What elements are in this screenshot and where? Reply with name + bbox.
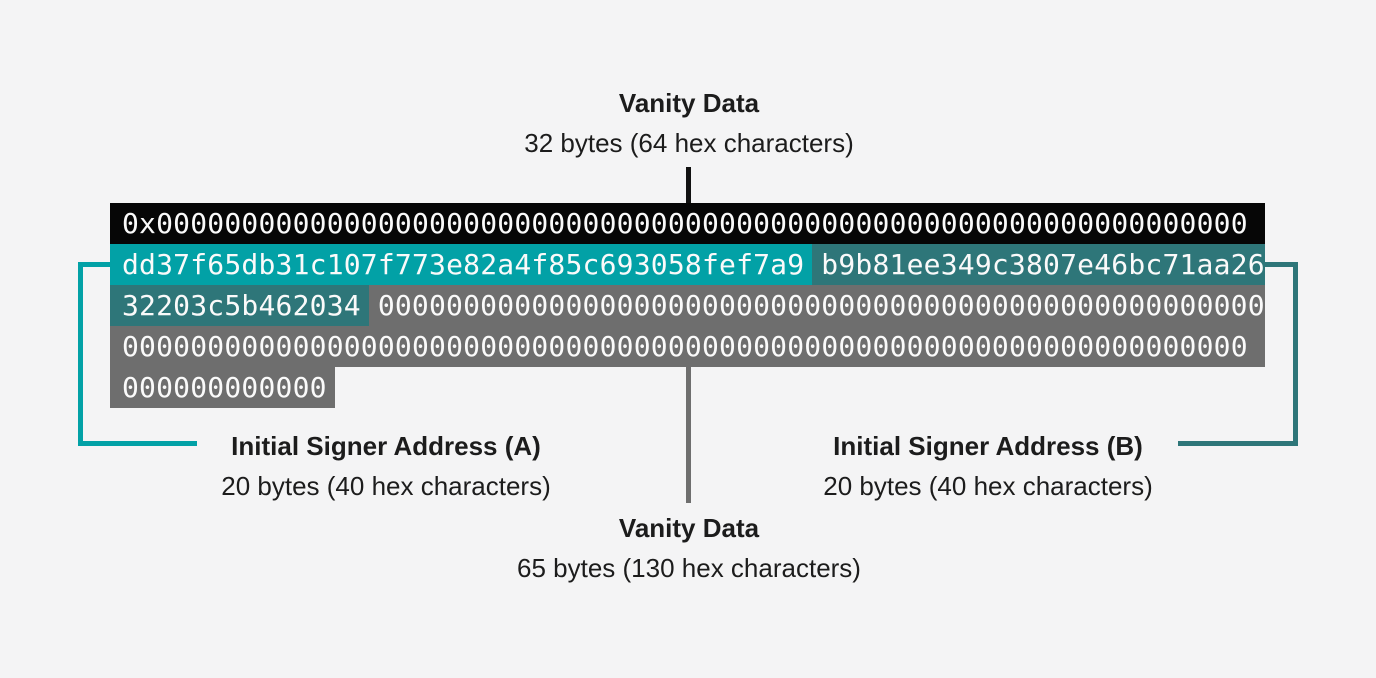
- hex-row-zeros-full: 0000000000000000000000000000000000000000…: [110, 326, 1265, 367]
- vanity-data-bottom-title: Vanity Data: [618, 513, 760, 543]
- signer-a-subtitle: 20 bytes (40 hex characters): [221, 471, 551, 501]
- hex-row-prefix: 0x00000000000000000000000000000000000000…: [110, 203, 1265, 244]
- signer-b-hex-segment-part1: b9b81ee349c3807e46bc71aa26: [821, 248, 1265, 281]
- signer-b-bracket-bottom-segment: [1178, 441, 1298, 446]
- vanity-data-top-annotation: Vanity Data 32 bytes (64 hex characters): [439, 83, 939, 163]
- vanity-zeros-segment-1: 0000000000000000000000000000000000000000…: [377, 289, 1265, 322]
- vanity-zeros-segment-3: 000000000000: [122, 371, 327, 404]
- signer-a-annotation: Initial Signer Address (A) 20 bytes (40 …: [136, 426, 636, 506]
- vanity-data-top-title: Vanity Data: [618, 88, 760, 118]
- vanity-data-top-subtitle: 32 bytes (64 hex characters): [524, 128, 854, 158]
- signer-a-bracket-vertical-segment: [78, 262, 83, 446]
- signer-a-hex-segment: dd37f65db31c107f773e82a4f85c693058fef7a9: [110, 244, 813, 285]
- top-connector-line: [686, 167, 691, 203]
- hex-row-signers-2: 32203c5b462034 0000000000000000000000000…: [110, 285, 1265, 326]
- hex-row-zeros-tail: 000000000000: [110, 367, 335, 408]
- signer-b-hex-segment-part2: 32203c5b462034: [110, 285, 369, 326]
- signer-b-bracket-vertical-segment: [1293, 262, 1298, 446]
- vanity-data-bottom-subtitle: 65 bytes (130 hex characters): [517, 553, 861, 583]
- signer-b-title: Initial Signer Address (B): [833, 431, 1143, 461]
- hex-byte-block: 0x00000000000000000000000000000000000000…: [110, 203, 1265, 408]
- signer-b-subtitle: 20 bytes (40 hex characters): [823, 471, 1153, 501]
- signer-b-annotation: Initial Signer Address (B) 20 bytes (40 …: [738, 426, 1238, 506]
- vanity-zeros-segment-2: 0000000000000000000000000000000000000000…: [122, 330, 1248, 363]
- prefix-vanity-hex-segment: 0x00000000000000000000000000000000000000…: [122, 207, 1248, 240]
- signer-b-bracket-top-segment: [1265, 262, 1298, 267]
- bottom-connector-line: [686, 367, 691, 503]
- signer-a-title: Initial Signer Address (A): [231, 431, 541, 461]
- hex-row-signers-1: dd37f65db31c107f773e82a4f85c693058fef7a9…: [110, 244, 1265, 285]
- vanity-data-bottom-annotation: Vanity Data 65 bytes (130 hex characters…: [439, 508, 939, 588]
- signer-a-bracket-top-segment: [78, 262, 110, 267]
- signer-a-bracket-bottom-segment: [78, 441, 197, 446]
